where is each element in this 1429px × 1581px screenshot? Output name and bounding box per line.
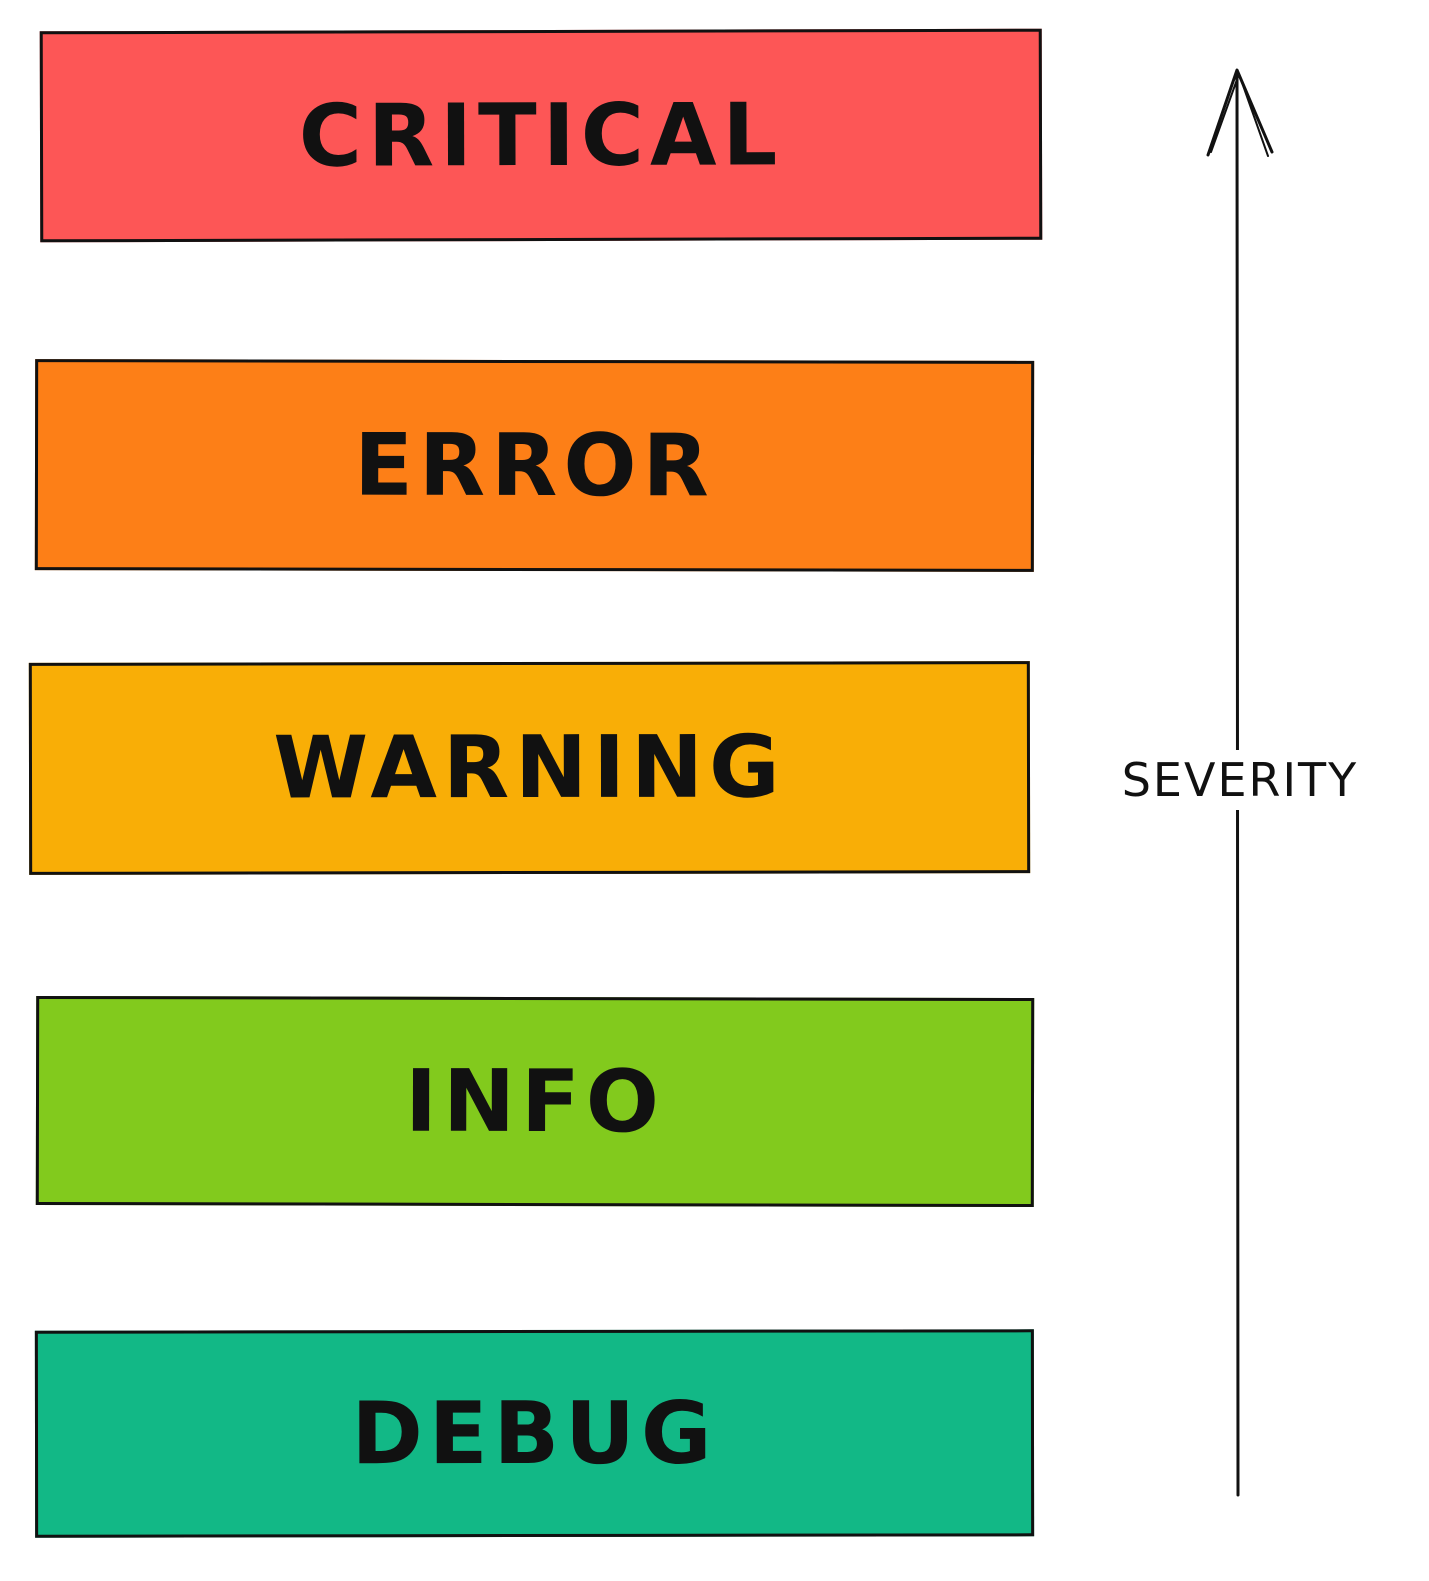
severity-arrow bbox=[1206, 68, 1274, 1497]
level-label: ERROR bbox=[354, 415, 715, 516]
level-debug: DEBUG bbox=[34, 1329, 1035, 1538]
level-critical: CRITICAL bbox=[39, 28, 1043, 243]
severity-arrow-head bbox=[1206, 68, 1274, 157]
level-error: ERROR bbox=[34, 359, 1035, 572]
level-label: DEBUG bbox=[351, 1383, 718, 1484]
level-info: INFO bbox=[35, 995, 1035, 1208]
level-warning: WARNING bbox=[28, 661, 1031, 875]
severity-arrow-shaft bbox=[1235, 70, 1240, 1497]
severity-arrow-head-sketch bbox=[1210, 73, 1269, 157]
level-label: INFO bbox=[404, 1051, 666, 1152]
level-label: WARNING bbox=[273, 717, 786, 819]
severity-axis-label: SEVERITY bbox=[1090, 750, 1390, 810]
level-label: CRITICAL bbox=[298, 84, 784, 187]
